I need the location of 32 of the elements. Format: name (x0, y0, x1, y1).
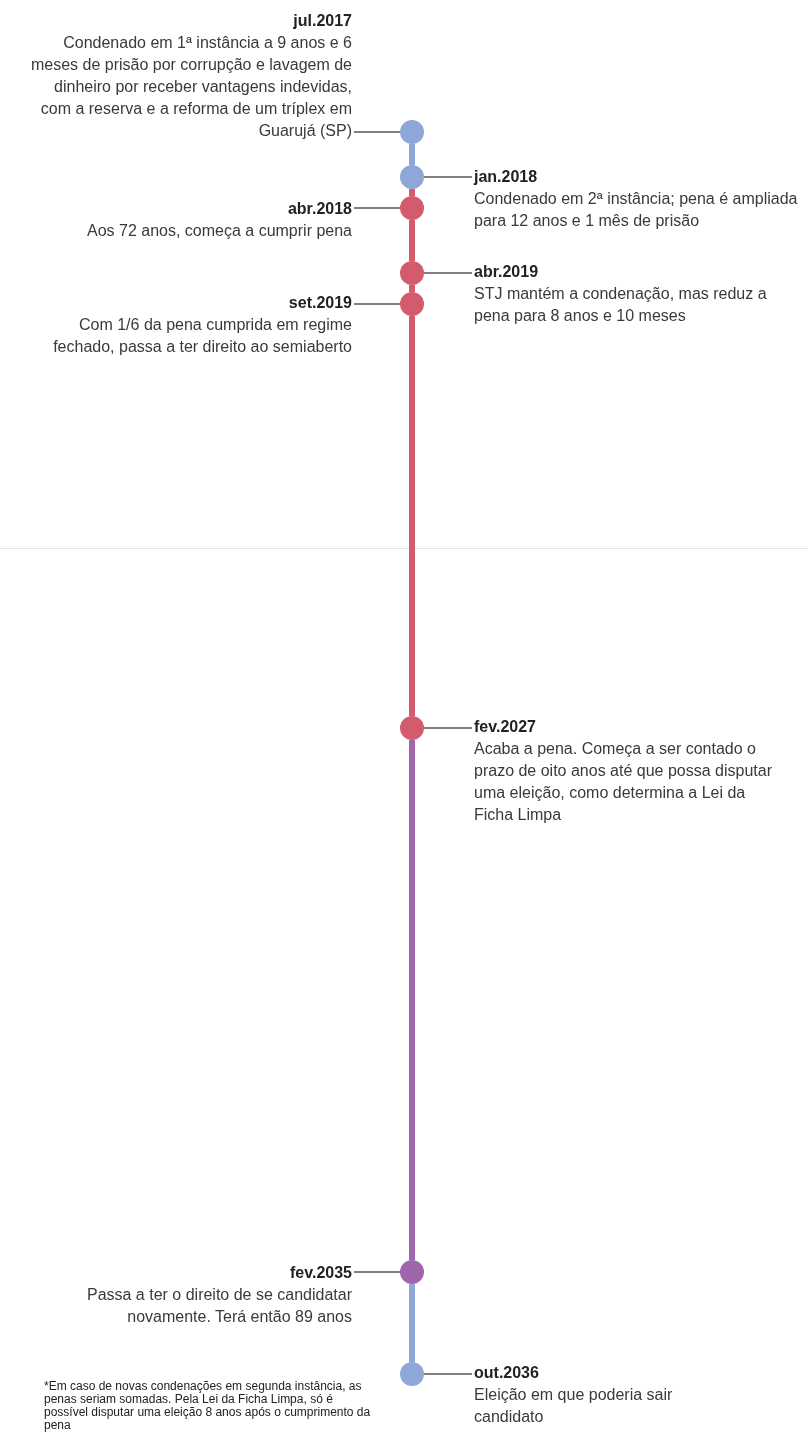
event-description: STJ mantém a condenação, mas reduz a pena para 8 anos e 10 meses (474, 284, 768, 326)
leader-line (353, 131, 401, 133)
leader-line (353, 207, 401, 209)
event-date: fev.2027 (474, 717, 536, 737)
event-date: jul.2017 (293, 11, 352, 31)
leader-line (353, 303, 401, 305)
event-description: Condenado em 2ª instância; pena é ampliada para 12 anos e 1 mês de prisão (474, 189, 799, 231)
footnote: *Em caso de novas condenações em segunda instância, as penas seriam somadas. Pela Lei da Ficha Limpa, só é possível disputar uma eleição 8 anos após o cumprimento da pena (44, 1380, 372, 1432)
leader-line (423, 272, 473, 274)
event-description: Eleição em que poderia sair candidato (474, 1385, 674, 1427)
event-date: abr.2019 (474, 262, 539, 282)
timeline-segment (409, 1284, 415, 1362)
event-description: Passa a ter o direito de se candidatar novamente. Terá então 89 anos (85, 1285, 352, 1327)
leader-line (353, 1271, 401, 1273)
leader-line (423, 176, 473, 178)
event-description: Acaba a pena. Começa a ser contado o prazo de oito anos até que possa disputar uma eleição, como determina a Lei da Ficha Limpa (474, 739, 773, 825)
event-date: fev.2035 (290, 1263, 352, 1283)
leader-line (423, 727, 473, 729)
timeline-segment (409, 316, 415, 716)
event-description: Com 1/6 da pena cumprida em regime fechado, passa a ter direito ao semiaberto (52, 315, 352, 357)
event-date: jan.2018 (474, 167, 538, 187)
event-date: abr.2018 (287, 199, 352, 219)
leader-line (423, 1373, 473, 1375)
timeline-segment (409, 740, 415, 1260)
event-date: out.2036 (474, 1363, 539, 1383)
timeline-segment (409, 189, 415, 196)
timeline-segment (409, 144, 415, 165)
event-date: set.2019 (288, 293, 352, 313)
timeline-segment (409, 220, 415, 261)
timeline-segment (409, 285, 415, 292)
event-description: Aos 72 anos, começa a cumprir pena (86, 221, 352, 241)
event-description: Condenado em 1ª instância a 9 anos e 6 meses de prisão por corrupção e lavagem de dinheiro por receber vantagens indevidas, com a reserva e a reforma de um tríplex em Guarujá (SP) (29, 33, 352, 141)
